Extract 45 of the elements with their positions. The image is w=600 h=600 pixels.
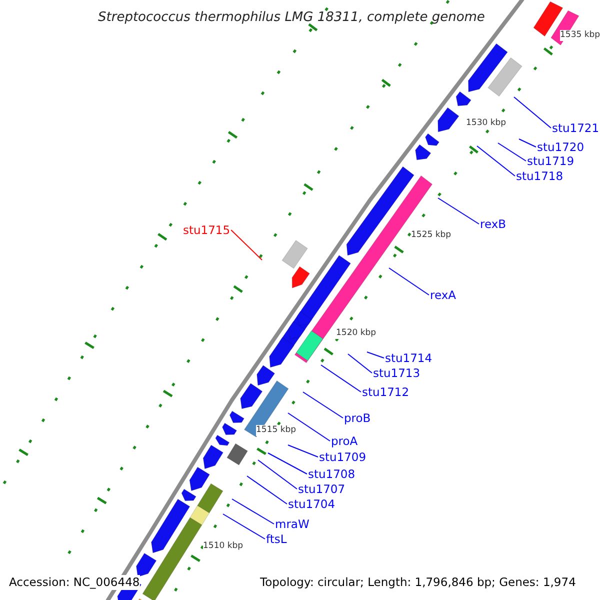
gene-label: stu1708 — [308, 467, 356, 481]
leader-line — [388, 268, 430, 296]
scale-label: 1525 kbp — [411, 230, 452, 241]
scale-label: 1515 kbp — [256, 425, 296, 436]
leader-line — [348, 354, 372, 374]
gene-label: stu1712 — [362, 385, 410, 399]
topology-text: Topology: circular; Length: 1,796,846 bp; Genes: 1,974 — [260, 575, 576, 590]
leader-line — [288, 444, 318, 458]
gene-label: stu1713 — [373, 366, 420, 380]
leader-line — [514, 96, 552, 128]
leader-line — [320, 364, 362, 392]
leader-line — [438, 198, 480, 224]
scale-label: 1530 kbp — [466, 118, 506, 129]
leader-line — [302, 392, 344, 418]
gene-label: stu1715 — [183, 223, 230, 237]
scale-label: 1535 kbp — [560, 30, 600, 41]
leader-line — [232, 498, 274, 524]
leader-line — [288, 412, 330, 442]
leader-line — [230, 230, 262, 260]
gene-label: stu1721 — [552, 121, 600, 135]
gene-label: rexB — [480, 217, 506, 231]
leader-line — [498, 142, 526, 162]
leader-line — [222, 514, 266, 540]
gene-label: stu1714 — [385, 351, 432, 365]
gene-label: stu1718 — [516, 169, 564, 183]
leader-line — [246, 476, 288, 504]
gene-label: stu1719 — [527, 154, 574, 168]
gene-label: proB — [344, 411, 371, 425]
gene-label: stu1720 — [537, 140, 584, 154]
accession-text: Accession: NC_006448 — [9, 575, 140, 590]
gene-label: stu1707 — [298, 482, 346, 496]
leader-line — [258, 460, 298, 490]
gene-label: ftsL — [266, 532, 287, 546]
gene-label: stu1709 — [319, 450, 366, 464]
scale-label: 1520 kbp — [336, 328, 376, 339]
gene-label: rexA — [430, 288, 456, 302]
scale-label: 1510 kbp — [203, 541, 244, 552]
leader-line — [476, 146, 516, 176]
leader-line — [518, 138, 536, 148]
map-title: Streptococcus thermophilus LMG 18311, complete genome — [98, 10, 485, 26]
leader-line — [366, 352, 384, 358]
gene-label: mraW — [275, 517, 310, 531]
gene-label: stu1704 — [288, 497, 336, 511]
gene-label: proA — [331, 434, 358, 448]
leader-line — [268, 452, 308, 474]
